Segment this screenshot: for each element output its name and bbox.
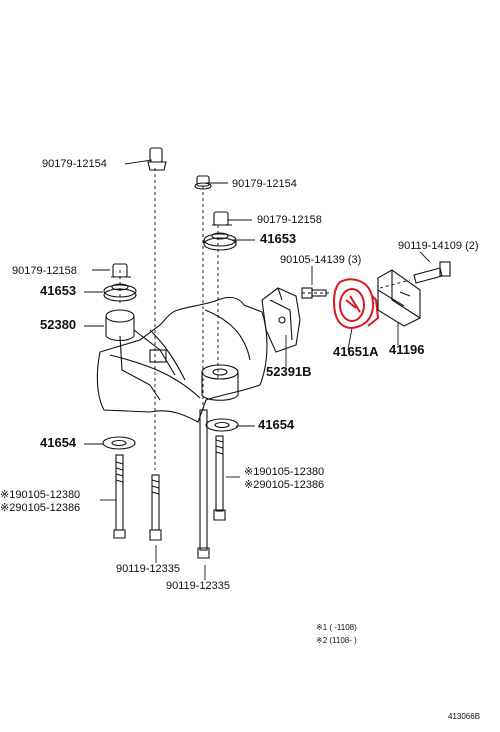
label-90179-12158-a: 90179-12158: [257, 214, 322, 226]
clip-nut-12158-b: [111, 263, 131, 278]
bolt-left-long: [113, 454, 126, 539]
crossmember-outline: [96, 296, 268, 423]
label-90179-12154-a: 90179-12154: [42, 158, 107, 170]
bolt-14109: [413, 261, 451, 284]
label-90105-12380-l: ※190105-12380: [0, 489, 81, 501]
bolt-right-long: [213, 435, 226, 521]
label-41654-a: 41654: [40, 435, 77, 450]
bracket-52391b: [261, 287, 301, 353]
label-90105-14139: 90105-14139 (3): [280, 254, 362, 266]
label-90105-12386-l: ※290105-12386: [0, 502, 81, 514]
bolt-14139: [301, 287, 327, 299]
label-90119-14109: 90119-14109 (2): [398, 240, 479, 252]
crossmember-inner: [109, 309, 251, 399]
stopper-41653-b: [103, 283, 137, 302]
label-52380: 52380: [40, 317, 77, 332]
label-41196: 41196: [389, 342, 425, 357]
guide-lines: [119, 168, 411, 470]
label-41653-b: 41653: [40, 283, 77, 298]
label-90179-12158-b: 90179-12158: [12, 265, 77, 277]
label-41651a: 41651A: [333, 344, 379, 359]
note-2: ※2 (1108- ): [316, 636, 357, 645]
label-90105-12386-r: ※290105-12386: [244, 479, 325, 491]
note-1: ※1 ( -1108): [316, 623, 357, 632]
clip-nut-12154-a: [147, 147, 167, 171]
nut-12154-b: [194, 175, 212, 190]
stopper-41654-b: [205, 418, 239, 432]
stopper-41653-a: [203, 232, 237, 251]
label-52391b: 52391B: [266, 364, 312, 379]
diagram-id: 413066B: [448, 712, 481, 721]
bolt-center-12335-a: [149, 474, 162, 541]
stopper-41654-a: [102, 436, 136, 450]
clip-nut-12158-a: [212, 211, 232, 226]
bracket-41196: [377, 269, 421, 327]
label-41654-b: 41654: [258, 417, 295, 432]
label-41653-a: 41653: [260, 231, 297, 246]
bushing-center: [201, 364, 239, 401]
mount-52380: [105, 309, 176, 401]
bolt-center-12335-b: [197, 409, 210, 559]
bushing-41651a: [332, 278, 380, 330]
leader-lines: [84, 159, 431, 580]
label-90105-12380-r: ※190105-12380: [244, 466, 325, 478]
label-90119-12335-a: 90119-12335: [116, 563, 181, 575]
label-90119-12335-b: 90119-12335: [166, 580, 231, 592]
label-90179-12154-b: 90179-12154: [232, 178, 297, 190]
